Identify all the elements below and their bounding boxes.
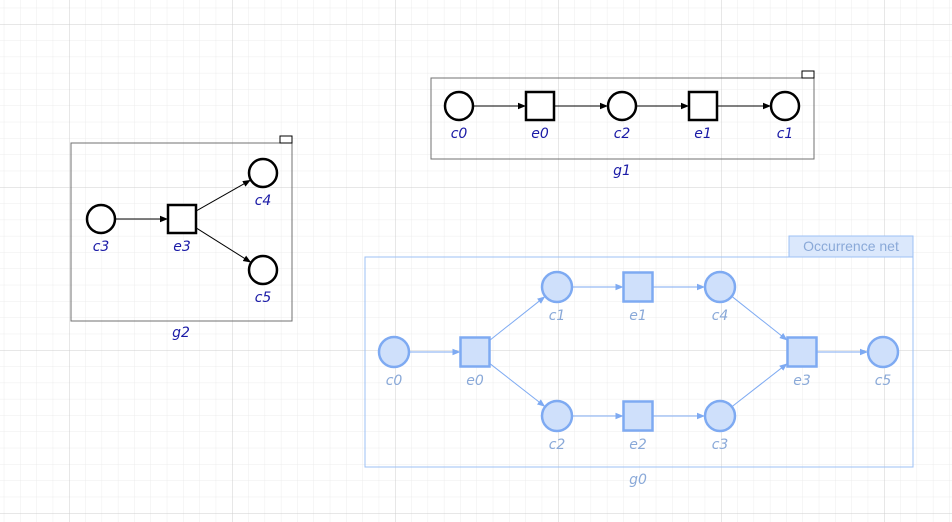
group-label: g2 [172, 325, 190, 341]
condition-circle[interactable] [540, 270, 574, 304]
condition-c2[interactable]: c2 [606, 90, 638, 142]
event-square[interactable] [687, 90, 719, 122]
condition-circle[interactable] [377, 335, 411, 369]
group-g0[interactable]: Occurrence net g0 c0 e0 c1 e1 c4 c2 e2 c3 e3 c5 [364, 235, 914, 488]
condition-c2[interactable]: c2 [540, 399, 574, 453]
node-label: c3 [93, 239, 110, 255]
condition-circle[interactable] [85, 203, 117, 235]
condition-c3[interactable]: c3 [85, 203, 117, 255]
node-label: c5 [875, 373, 892, 389]
condition-circle[interactable] [703, 270, 737, 304]
node-label: e0 [531, 126, 549, 142]
node-label: c3 [712, 437, 729, 453]
collapse-handle-icon[interactable] [801, 70, 815, 79]
condition-c1[interactable]: c1 [540, 270, 574, 324]
condition-c4[interactable]: c4 [703, 270, 737, 324]
event-square[interactable] [524, 90, 556, 122]
condition-c3[interactable]: c3 [703, 399, 737, 453]
condition-circle[interactable] [247, 254, 279, 286]
arc-e0-c2[interactable] [489, 362, 546, 408]
event-e0[interactable]: e0 [524, 90, 556, 142]
node-label: e3 [173, 239, 191, 255]
condition-circle[interactable] [540, 399, 574, 433]
condition-c5[interactable]: c5 [247, 254, 279, 306]
arc-c4-e3[interactable] [731, 295, 788, 341]
condition-c0[interactable]: c0 [377, 335, 411, 389]
event-e2[interactable]: e2 [622, 400, 654, 454]
group-label: g1 [613, 163, 631, 179]
event-e3[interactable]: e3 [166, 203, 198, 255]
event-e1[interactable]: e1 [622, 271, 654, 325]
node-label: c1 [777, 126, 794, 142]
group-g2[interactable]: g2 c3 e3 c4 c5 [70, 135, 293, 341]
node-label: c1 [549, 308, 566, 324]
node-label: c0 [451, 126, 468, 142]
group-frame [70, 142, 293, 322]
group-g1[interactable]: g1 c0 e0 c2 e1 c1 [430, 70, 815, 179]
arc-e3-c4[interactable] [195, 179, 252, 212]
condition-circle[interactable] [606, 90, 638, 122]
condition-c4[interactable]: c4 [247, 157, 279, 209]
event-square[interactable] [786, 336, 818, 368]
condition-circle[interactable] [247, 157, 279, 189]
event-square[interactable] [166, 203, 198, 235]
node-label: c0 [386, 373, 403, 389]
event-square[interactable] [622, 271, 654, 303]
node-label: e2 [629, 437, 647, 453]
event-square[interactable] [459, 336, 491, 368]
node-label: c2 [614, 126, 631, 142]
occurrence-net-title: Occurrence net [803, 238, 899, 254]
condition-c5[interactable]: c5 [866, 335, 900, 389]
event-e3[interactable]: e3 [786, 336, 818, 390]
node-label: c5 [255, 290, 272, 306]
group-frame [430, 77, 815, 160]
event-e0[interactable]: e0 [459, 336, 491, 390]
node-label: c2 [549, 437, 566, 453]
condition-c1[interactable]: c1 [769, 90, 801, 142]
condition-circle[interactable] [769, 90, 801, 122]
condition-circle[interactable] [703, 399, 737, 433]
node-label: c4 [255, 193, 272, 209]
group-label: g0 [629, 472, 647, 488]
arc-e3-c5[interactable] [195, 227, 252, 263]
event-e1[interactable]: e1 [687, 90, 719, 142]
arc-e0-c1[interactable] [489, 295, 546, 341]
collapse-handle-icon[interactable] [279, 135, 293, 144]
group-frame [364, 256, 914, 468]
node-label: e0 [466, 373, 484, 389]
node-label: e1 [694, 126, 712, 142]
occurrence-net-tab[interactable] [788, 235, 914, 258]
node-label: e3 [793, 373, 811, 389]
condition-circle[interactable] [443, 90, 475, 122]
arc-c3-e3[interactable] [731, 362, 788, 408]
condition-c0[interactable]: c0 [443, 90, 475, 142]
event-square[interactable] [622, 400, 654, 432]
condition-circle[interactable] [866, 335, 900, 369]
node-label: e1 [629, 308, 647, 324]
node-label: c4 [712, 308, 729, 324]
